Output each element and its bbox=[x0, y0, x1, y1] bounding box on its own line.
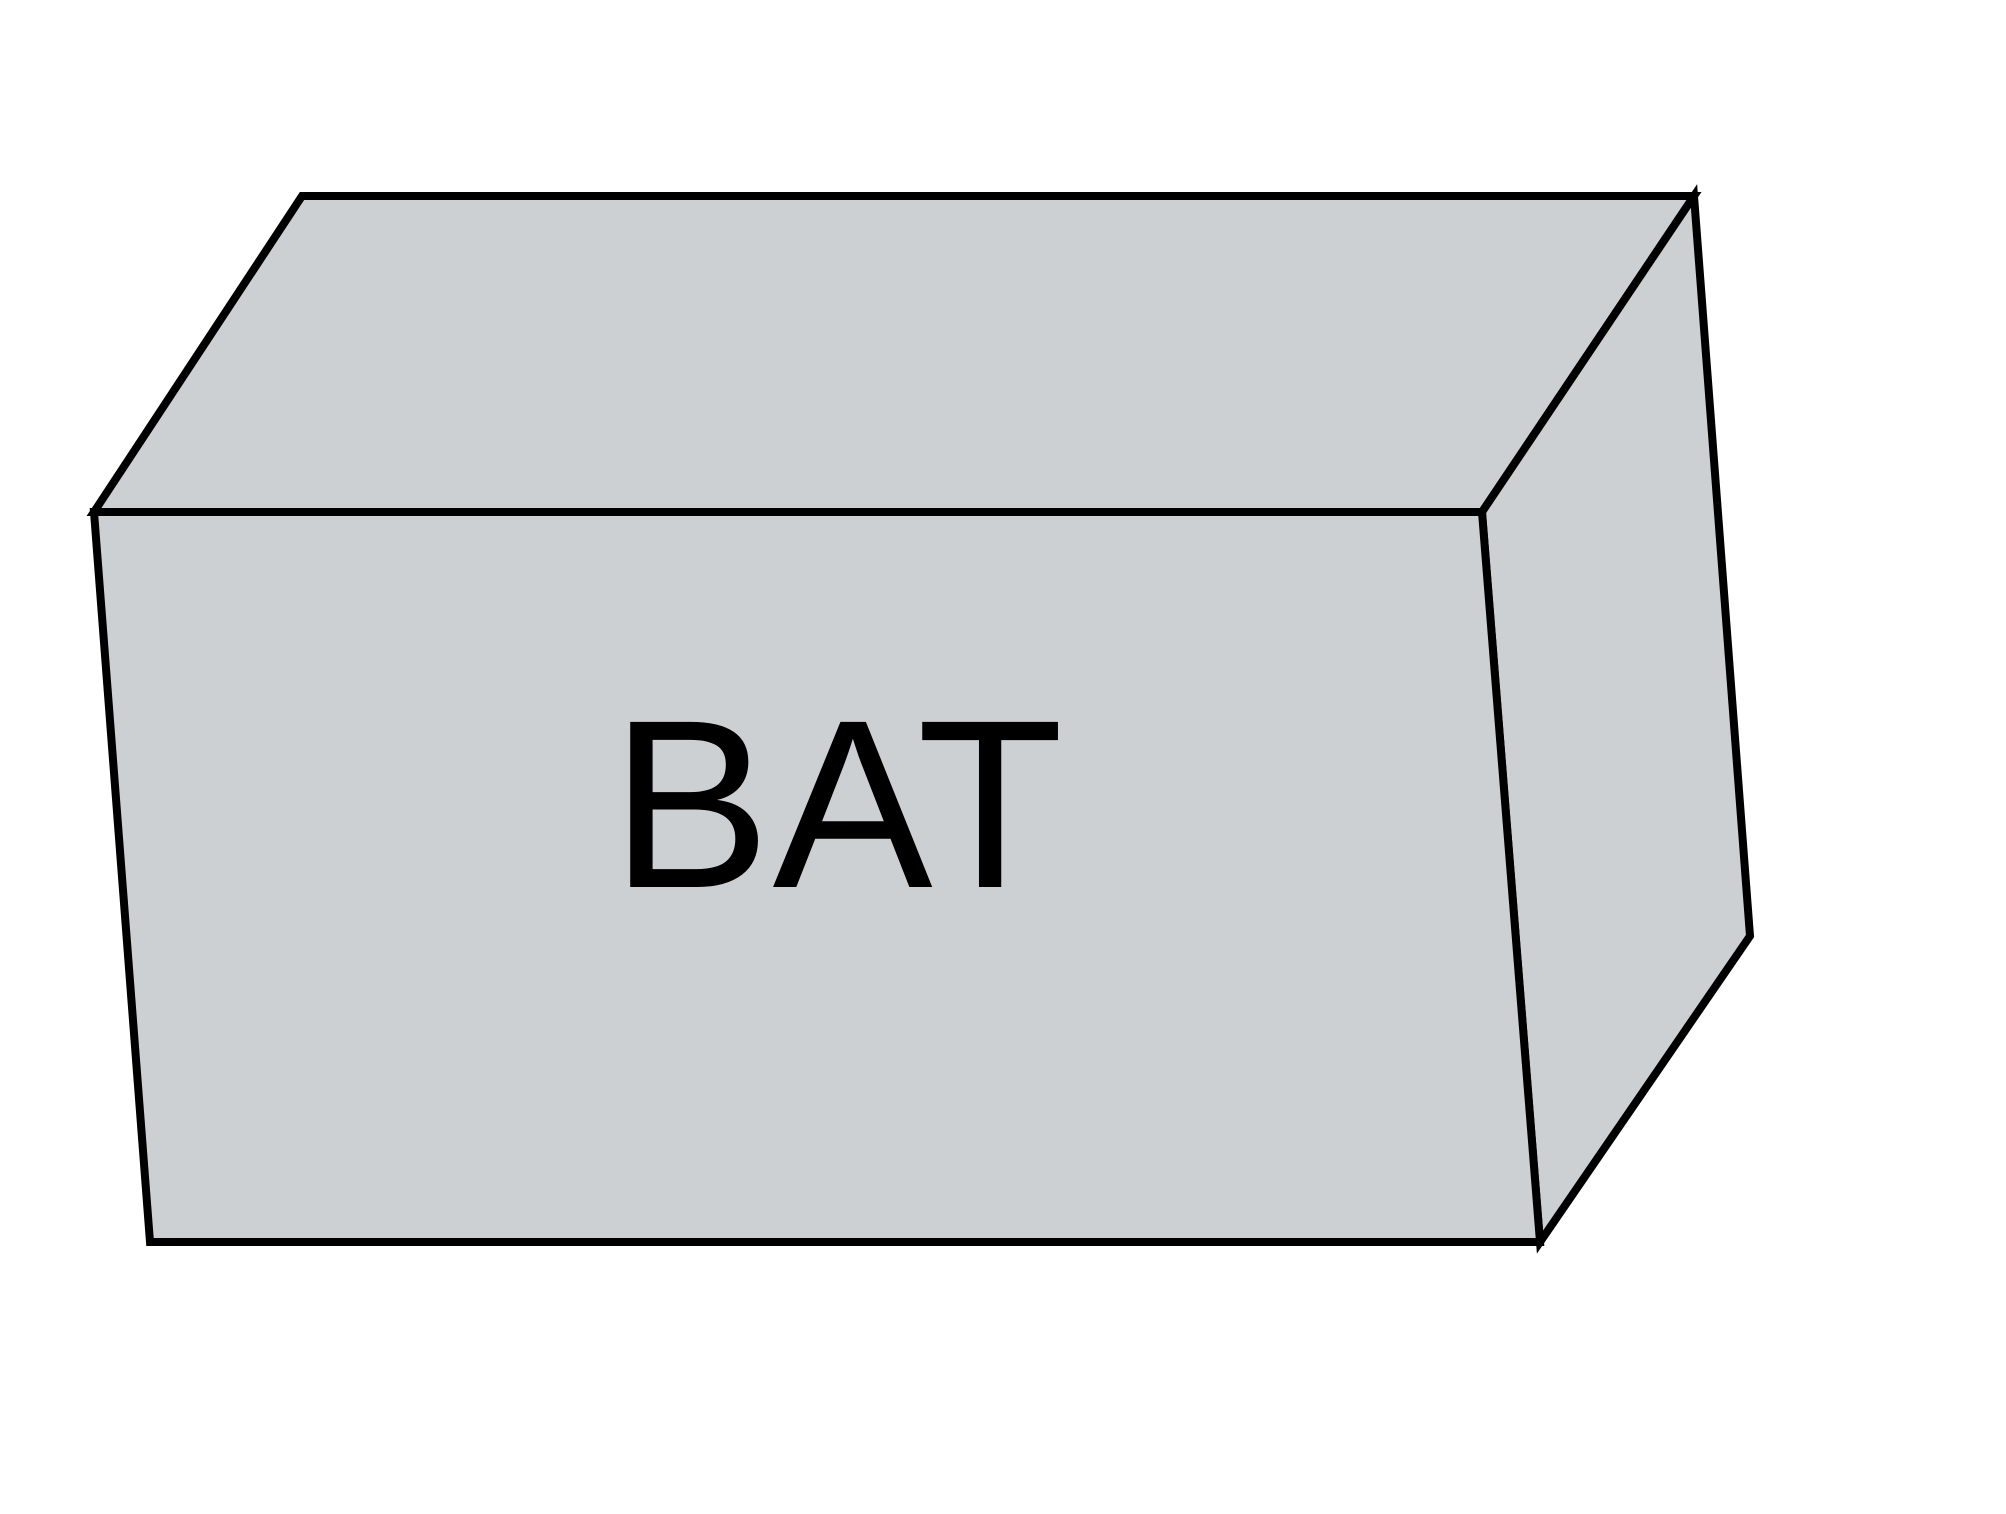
box-label: BAT bbox=[611, 670, 1066, 938]
box-top-face bbox=[86, 192, 1702, 516]
box-front-face bbox=[89, 508, 1545, 1246]
